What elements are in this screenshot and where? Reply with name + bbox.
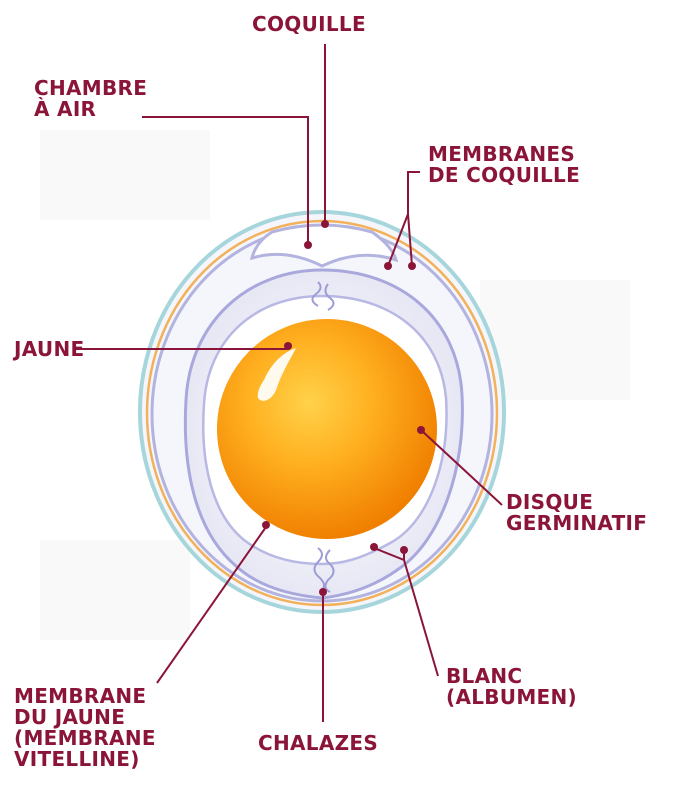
label-line: CHAMBRE — [34, 78, 147, 99]
dot-membrane-b — [408, 262, 416, 270]
dot-chambre — [304, 241, 312, 249]
dot-blanc-b — [400, 546, 408, 554]
yolk — [215, 317, 439, 541]
label-line: À AIR — [34, 99, 147, 120]
label-line: (MEMBRANE — [14, 728, 156, 749]
label-jaune: JAUNE — [14, 339, 84, 360]
label-line: MEMBRANES — [428, 144, 580, 165]
label-line: JAUNE — [14, 339, 84, 360]
dot-membrane-a — [384, 262, 392, 270]
label-line: MEMBRANE — [14, 686, 156, 707]
label-chalazes: CHALAZES — [258, 733, 378, 754]
label-coquille: COQUILLE — [252, 14, 366, 35]
label-membrane-du-jaune: MEMBRANE DU JAUNE (MEMBRANE VITELLINE) — [14, 686, 156, 770]
label-line: DISQUE — [506, 492, 647, 513]
label-disque-germinatif: DISQUE GERMINATIF — [506, 492, 647, 534]
label-line: COQUILLE — [252, 14, 366, 35]
dot-coquille — [321, 220, 329, 228]
label-line: DE COQUILLE — [428, 165, 580, 186]
dot-jaune — [284, 342, 292, 350]
label-line: DU JAUNE — [14, 707, 156, 728]
label-line: GERMINATIF — [506, 513, 647, 534]
dot-blanc-a — [370, 543, 378, 551]
label-blanc-albumen: BLANC (ALBUMEN) — [446, 666, 577, 708]
label-chambre-a-air: CHAMBRE À AIR — [34, 78, 147, 120]
leader-membranes-top — [408, 172, 420, 214]
label-line: (ALBUMEN) — [446, 687, 577, 708]
label-membranes-de-coquille: MEMBRANES DE COQUILLE — [428, 144, 580, 186]
dot-membrane-jaune — [262, 521, 270, 529]
label-line: CHALAZES — [258, 733, 378, 754]
dot-disque — [417, 426, 425, 434]
label-line: VITELLINE) — [14, 749, 156, 770]
dot-chalazes — [319, 588, 327, 596]
label-line: BLANC — [446, 666, 577, 687]
